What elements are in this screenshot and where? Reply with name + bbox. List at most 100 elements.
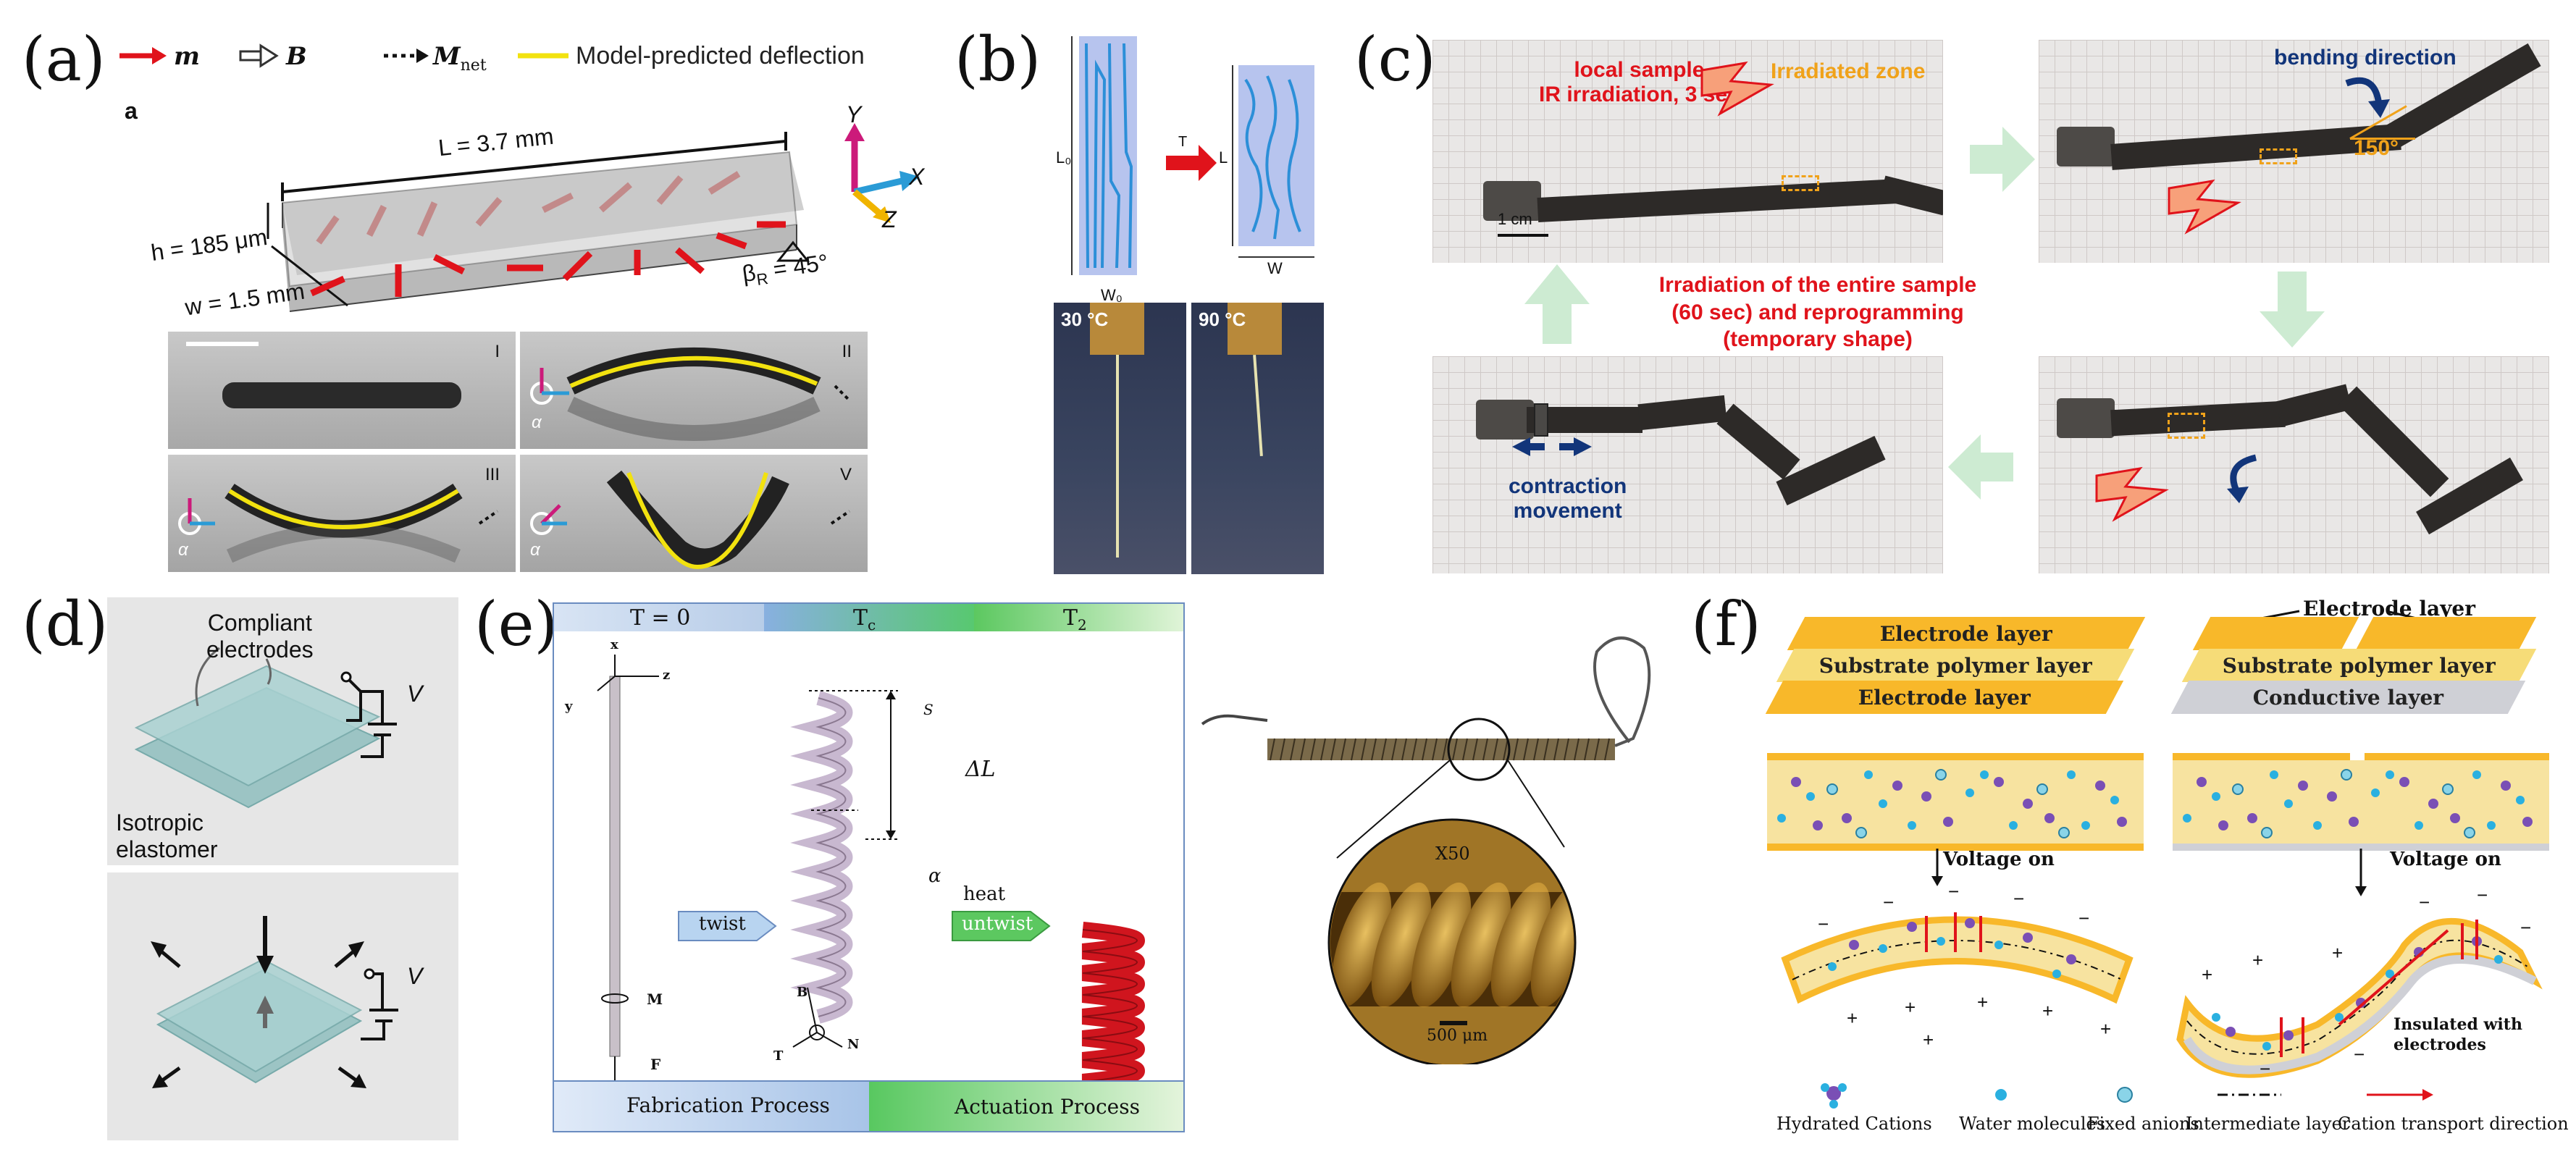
e-scale: 500 μm bbox=[1427, 1027, 1488, 1045]
c-irradiated-zone: Irradiated zone bbox=[1771, 59, 1926, 83]
roman-i: I bbox=[495, 342, 500, 361]
c-angle: 150° bbox=[2354, 136, 2399, 160]
contraction-arrows-icon bbox=[1512, 437, 1592, 456]
e-s: S bbox=[923, 701, 934, 718]
f-right-electrode-left bbox=[2192, 617, 2359, 650]
b-arrow-icon bbox=[259, 43, 279, 68]
axis-x-label: X bbox=[909, 164, 925, 190]
d-elastomer-bottom bbox=[151, 916, 398, 1088]
e-tc: Tc bbox=[853, 605, 876, 634]
polymer-chain-diagram bbox=[1071, 36, 1314, 275]
transition-arrow-icon bbox=[1166, 145, 1217, 181]
photo-c4 bbox=[2039, 356, 2549, 573]
legend-b: B bbox=[286, 42, 307, 71]
svg-text:+: + bbox=[2042, 1000, 2053, 1022]
e-magnification: X50 bbox=[1435, 844, 1470, 864]
e-fab-bar bbox=[554, 1080, 869, 1131]
flow-arrow-right-icon bbox=[1970, 127, 2035, 192]
label-l0: L₀ bbox=[1056, 148, 1072, 167]
c-entire-irradiation: Irradiation of the entire sample(60 sec)… bbox=[1658, 273, 1977, 351]
photo-90c: 90 °C bbox=[1191, 303, 1324, 574]
f-left-electrode-bottom: Electrode layer bbox=[1765, 681, 2124, 714]
axis-y-label: Y bbox=[846, 101, 862, 127]
panel-label-b: (b) bbox=[955, 24, 1041, 95]
e-fabrication: Fabrication Process bbox=[626, 1093, 830, 1117]
temp-90c: 90 °C bbox=[1199, 308, 1246, 330]
c-scale-label: 1 cm bbox=[1498, 210, 1532, 228]
e-alpha: α bbox=[928, 865, 941, 887]
panel-a-legend bbox=[119, 43, 569, 68]
twist-arrow[interactable] bbox=[677, 909, 779, 943]
svg-text:+: + bbox=[1923, 1029, 1934, 1046]
lightning-icon bbox=[1700, 61, 1774, 117]
e-twist: twist bbox=[699, 913, 746, 935]
e-act-bar bbox=[869, 1080, 1183, 1131]
axis-z-label: Z bbox=[882, 206, 897, 232]
scale-bar bbox=[186, 342, 259, 346]
f-legend-intermediate: Intermediate layer bbox=[2186, 1114, 2351, 1134]
d-voltage-bottom: V bbox=[407, 963, 423, 989]
svg-text:−: − bbox=[2013, 888, 2024, 909]
e-axis-x: x bbox=[611, 637, 618, 652]
photo-30c: 30 °C bbox=[1054, 303, 1186, 574]
panel-label-a: (a) bbox=[22, 24, 106, 95]
svg-text:+: + bbox=[1905, 996, 1916, 1018]
e-delta-l: ΔL bbox=[965, 757, 996, 782]
mnet-arrow-icon bbox=[416, 49, 429, 63]
f-left-bent: −−−−− ++++++ bbox=[1781, 880, 2134, 1046]
e-coil-diagram bbox=[597, 655, 1145, 1082]
f-right-substrate: Substrate polymer layer bbox=[2181, 649, 2537, 682]
bend-arrow-icon bbox=[2345, 77, 2390, 118]
coil-actuator-photo bbox=[1201, 636, 1651, 1064]
flow-arrow-up-icon bbox=[1524, 264, 1590, 344]
m-arrow-icon bbox=[152, 47, 167, 64]
svg-text:+: + bbox=[2252, 949, 2263, 971]
panel-label-f: (f) bbox=[1691, 589, 1761, 660]
svg-text:−: − bbox=[1948, 880, 1959, 902]
alpha-v: α bbox=[530, 540, 540, 560]
photo-state-iii: α III bbox=[168, 455, 516, 572]
d-elastomer-top bbox=[134, 647, 397, 809]
xyz-axes-icon bbox=[844, 123, 920, 223]
f-left-electrode-top: Electrode layer bbox=[1787, 617, 2146, 650]
svg-text:−: − bbox=[2419, 891, 2430, 913]
f-right-electrode-label: Electrode layer bbox=[2303, 597, 2475, 621]
e-b: B bbox=[797, 985, 808, 1000]
svg-text:−: − bbox=[2477, 884, 2488, 906]
e-moment: M bbox=[647, 991, 663, 1008]
label-t: T bbox=[1178, 134, 1188, 150]
photo-state-i: I bbox=[168, 332, 516, 449]
roman-v: V bbox=[839, 465, 852, 484]
alpha-ii: α bbox=[532, 413, 542, 432]
e-axis-y: y bbox=[565, 699, 573, 714]
svg-text:+: + bbox=[1847, 1007, 1858, 1029]
beam-3d-box bbox=[267, 132, 810, 312]
temp-30c: 30 °C bbox=[1061, 308, 1109, 330]
e-t: T bbox=[773, 1048, 784, 1064]
f-right-bent: −−−+++−− bbox=[2176, 884, 2543, 1080]
untwist-arrow[interactable] bbox=[951, 909, 1052, 943]
panel-label-c: (c) bbox=[1354, 24, 1436, 95]
e-actuation: Actuation Process bbox=[955, 1095, 1140, 1119]
roman-ii: II bbox=[842, 342, 852, 361]
svg-text:+: + bbox=[2202, 964, 2212, 985]
d-voltage-top: V bbox=[407, 681, 423, 707]
legend-m: m bbox=[174, 42, 200, 71]
svg-text:−: − bbox=[2078, 907, 2089, 929]
e-header-t2 bbox=[974, 604, 1183, 631]
f-voltage-left: Voltage on bbox=[1943, 849, 2055, 870]
legend-mnet: Mnet bbox=[433, 42, 487, 75]
svg-text:+: + bbox=[2100, 1018, 2111, 1040]
f-legend-transport: Cation transport direction bbox=[2338, 1114, 2569, 1134]
panel-label-d: (d) bbox=[22, 589, 109, 660]
f-legend-icons bbox=[1821, 1083, 2433, 1109]
svg-text:−: − bbox=[2520, 917, 2531, 938]
flow-arrow-left-icon bbox=[1948, 434, 2013, 500]
f-right-conductive: Conductive layer bbox=[2170, 681, 2526, 714]
photo-c1 bbox=[1432, 40, 1943, 263]
